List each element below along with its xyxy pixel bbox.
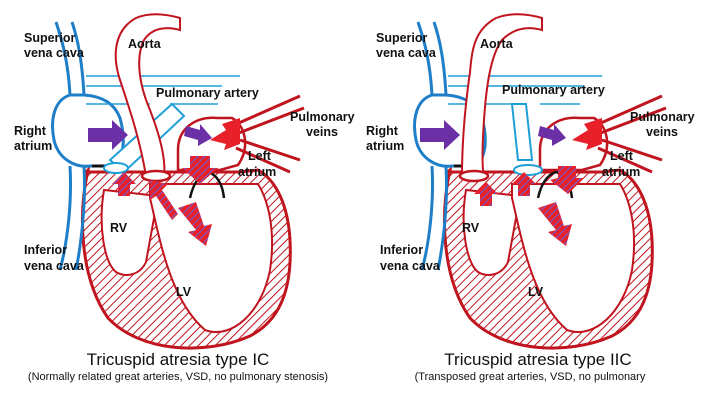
pv-2: [597, 106, 667, 136]
label-ivc-2: vena cava: [24, 259, 85, 273]
panel-type-iic: Superior vena cava Aorta Pulmonary arter…: [366, 13, 695, 383]
svc-outer: [416, 21, 434, 96]
pulmonary-trunk: [510, 103, 534, 161]
label-aorta: Aorta: [128, 37, 162, 51]
pulm-venous-arrow: [572, 118, 602, 150]
pulmonary-valve: [513, 164, 543, 176]
pv-4: [235, 146, 291, 174]
svc-inner: [432, 21, 448, 96]
svc-inner: [70, 21, 86, 96]
rv-cavity: [462, 188, 522, 276]
mixed-arrow-la: [182, 156, 218, 184]
pulmonary-valve: [103, 162, 129, 174]
label-pa: Pulmonary artery: [156, 86, 259, 100]
label-ra-2: atrium: [366, 139, 404, 153]
label-ra-1: Right: [14, 124, 47, 138]
label-svc-1: Superior: [376, 31, 428, 45]
label-pa: Pulmonary artery: [502, 83, 605, 97]
label-rv: RV: [110, 221, 128, 235]
label-lv: LV: [176, 285, 192, 299]
aorta: [460, 13, 543, 177]
label-pv-2: veins: [646, 125, 678, 139]
pv-3: [239, 138, 301, 162]
label-ra-2: atrium: [14, 139, 52, 153]
interatrial-arrow: [538, 124, 566, 146]
mixed-arrow-pa: [512, 172, 536, 196]
pv-4: [597, 146, 653, 174]
systemic-venous-arrow: [420, 120, 460, 150]
caption-subtitle: (Normally related great arteries, VSD, n…: [28, 371, 328, 383]
caption-title: Tricuspid atresia type IC: [87, 350, 270, 369]
label-pv-1: Pulmonary: [630, 110, 695, 124]
label-svc-2: vena cava: [376, 46, 437, 60]
label-svc-1: Superior: [24, 31, 76, 45]
aorta: [114, 13, 181, 177]
ivc-outer: [58, 165, 73, 271]
panel-type-ic: Superior vena cava Aorta Pulmonary arter…: [14, 13, 355, 383]
pv-1: [593, 94, 663, 128]
label-la-2: atrium: [602, 165, 640, 179]
aortic-valve: [140, 169, 172, 183]
label-svc-2: vena cava: [24, 46, 85, 60]
label-lv: LV: [528, 285, 544, 299]
lv-cavity: [149, 183, 274, 333]
rv-cavity: [100, 188, 160, 276]
ivc-inner: [74, 165, 87, 271]
label-ra-1: Right: [366, 124, 399, 138]
mixed-arrow-lv: [178, 202, 212, 246]
label-la-2: atrium: [238, 165, 276, 179]
mixed-arrow-lv: [538, 202, 572, 246]
pv-1: [231, 94, 301, 128]
label-la-1: Left: [610, 149, 634, 163]
interatrial-arrow: [184, 124, 212, 146]
mixed-arrow-la: [550, 166, 584, 194]
label-pv-2: veins: [306, 125, 338, 139]
systemic-venous-arrow: [88, 120, 128, 150]
label-aorta: Aorta: [480, 37, 514, 51]
mixed-arrow-pa: [112, 172, 136, 196]
pv-2: [235, 106, 305, 136]
ivc-inner: [436, 165, 449, 271]
label-ivc-1: Inferior: [380, 243, 423, 257]
mixed-arrow-aorta: [474, 182, 498, 206]
label-ivc-2: vena cava: [380, 259, 441, 273]
label-pv-1: Pulmonary: [290, 110, 355, 124]
label-rv: RV: [462, 221, 480, 235]
caption-title: Tricuspid atresia type IIC: [444, 350, 631, 369]
ivc-outer: [420, 165, 435, 271]
aortic-valve: [458, 169, 490, 183]
pv-3: [601, 138, 663, 162]
svc-outer: [54, 21, 72, 96]
pulm-venous-arrow: [210, 118, 240, 150]
lv-cavity: [511, 183, 636, 333]
label-la-1: Left: [248, 149, 272, 163]
caption-subtitle: (Transposed great arteries, VSD, no pulm…: [415, 371, 646, 383]
label-ivc-1: Inferior: [24, 243, 67, 257]
mixed-arrow-vsd: [150, 180, 178, 220]
